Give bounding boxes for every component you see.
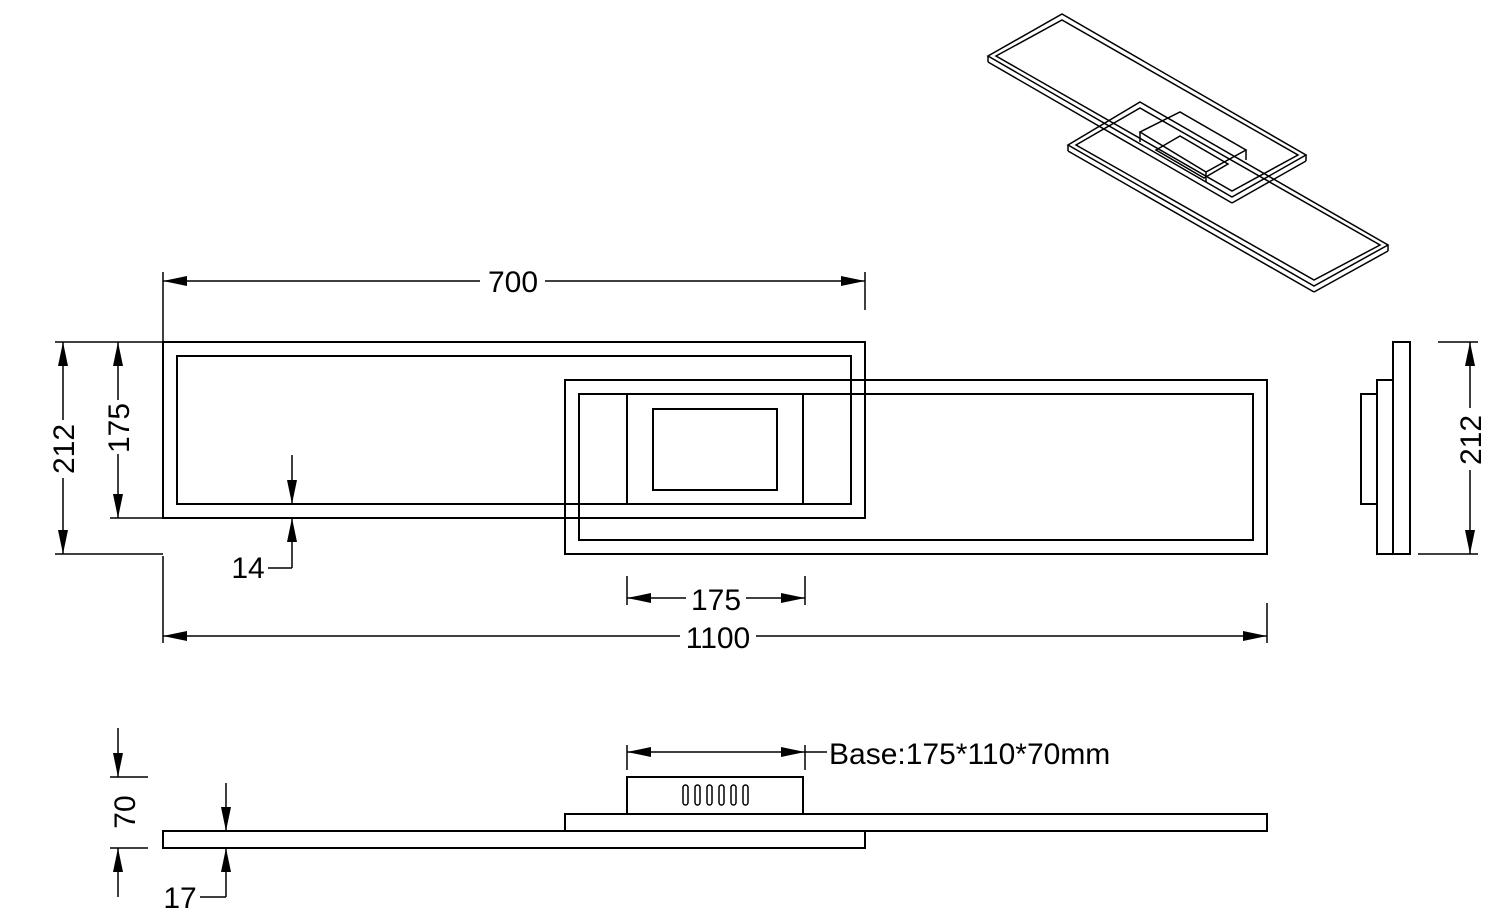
dim-thickness-14: 14 bbox=[231, 552, 264, 585]
dim-height-212-left: 212 bbox=[48, 424, 81, 474]
side-frame bbox=[1392, 341, 1411, 555]
side-frame-lower bbox=[1376, 379, 1394, 555]
front-view: Base:175*110*70mm 70 17 bbox=[109, 728, 1268, 915]
vent-slots bbox=[682, 784, 749, 806]
isometric-view bbox=[986, 13, 1390, 293]
dim-height-212-right: 212 bbox=[1455, 415, 1488, 465]
dim-frame-17: 17 bbox=[163, 882, 196, 915]
frame-right-outer bbox=[564, 379, 1268, 555]
dim-length-1100: 1100 bbox=[686, 622, 751, 655]
base-note: Base:175*110*70mm bbox=[829, 738, 1110, 771]
side-view: 212 bbox=[1360, 341, 1488, 555]
front-frame-left bbox=[162, 830, 866, 849]
frame-left-outer bbox=[162, 341, 866, 519]
base-window bbox=[652, 408, 778, 491]
top-view: 700 212 175 14 175 1100 bbox=[48, 266, 1268, 655]
dim-height-70: 70 bbox=[109, 795, 142, 828]
dim-height-175-left: 175 bbox=[103, 403, 136, 453]
front-frame-right bbox=[564, 813, 1268, 832]
dim-width-700: 700 bbox=[488, 266, 538, 299]
frame-left-inner bbox=[176, 355, 852, 505]
side-base bbox=[1360, 393, 1378, 505]
front-base bbox=[626, 776, 804, 815]
dim-base-175: 175 bbox=[691, 584, 741, 617]
